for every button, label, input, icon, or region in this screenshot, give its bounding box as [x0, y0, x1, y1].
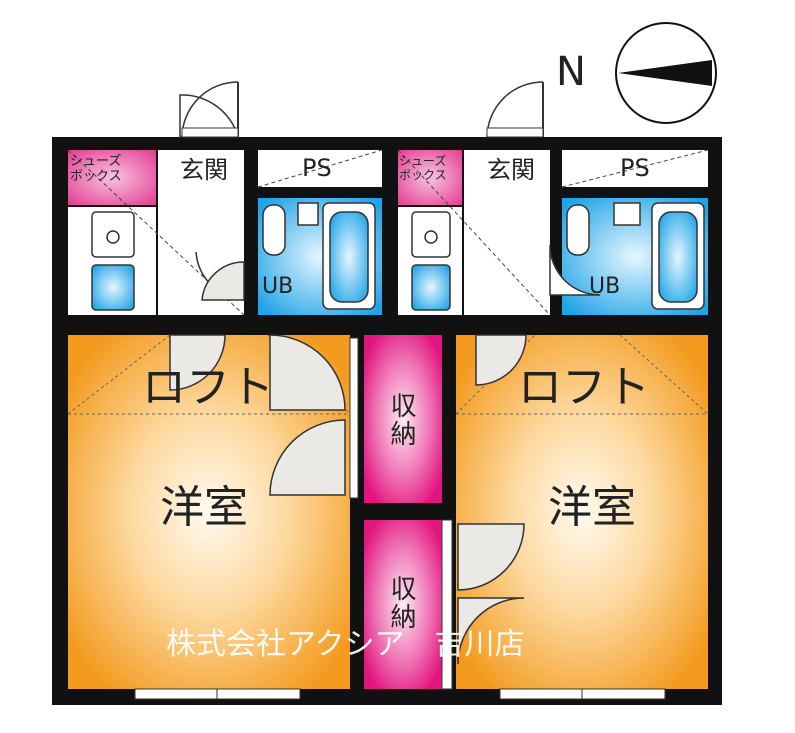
left-bath-label: UB: [262, 274, 294, 299]
right-loft-label: ロフト: [518, 362, 650, 413]
right-ps: [562, 150, 708, 187]
right-entrance: [464, 150, 550, 315]
watermark: 株式会社アクシア 吉川店: [166, 627, 525, 662]
right-room: [456, 335, 708, 689]
right-entrance-label: 玄関: [487, 156, 535, 184]
left-loft-label: ロフト: [142, 362, 274, 413]
closet-upper-label: 収納: [386, 392, 416, 448]
compass-needle: [618, 60, 712, 86]
left-room-label: 洋室: [160, 482, 248, 533]
left-entrance-label: 玄関: [180, 156, 228, 184]
left-ps-label: PS: [302, 154, 332, 182]
right-bath-label: UB: [589, 274, 621, 299]
closet-lower: [364, 520, 442, 689]
closet-upper: [364, 335, 442, 503]
compass-label: N: [556, 49, 586, 95]
left-shoe-box: [68, 150, 156, 205]
right-room-label: 洋室: [548, 482, 636, 533]
left-shoe-box-label: シューズボックス: [70, 154, 122, 184]
right-shoe-box: [398, 150, 462, 205]
right-shoe-box-label: シューズボックス: [399, 154, 447, 182]
right-ps-label: PS: [620, 154, 650, 182]
closet-lower-label: 収納: [386, 575, 416, 631]
